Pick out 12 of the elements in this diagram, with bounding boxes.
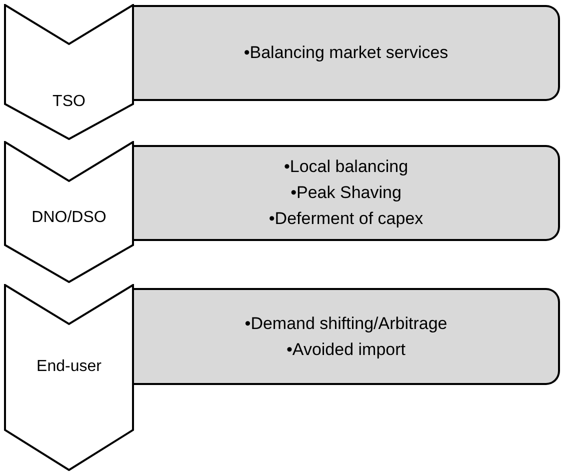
role-label: DNO/DSO — [30, 208, 108, 228]
content-box — [134, 145, 560, 241]
bullet-item: •Deferment of capex — [268, 208, 424, 230]
role-label: TSO — [52, 92, 86, 112]
bullet-item: •Demand shifting/Arbitrage — [244, 312, 448, 334]
bullet-item: •Local balancing — [284, 156, 408, 178]
content-box — [134, 5, 560, 101]
bullet-item: •Avoided import — [286, 338, 406, 360]
bullet-item: •Balancing market services — [244, 42, 448, 64]
role-label: End-user — [36, 357, 102, 377]
content-box — [134, 288, 560, 385]
bullet-item: •Peak Shaving — [290, 182, 402, 204]
